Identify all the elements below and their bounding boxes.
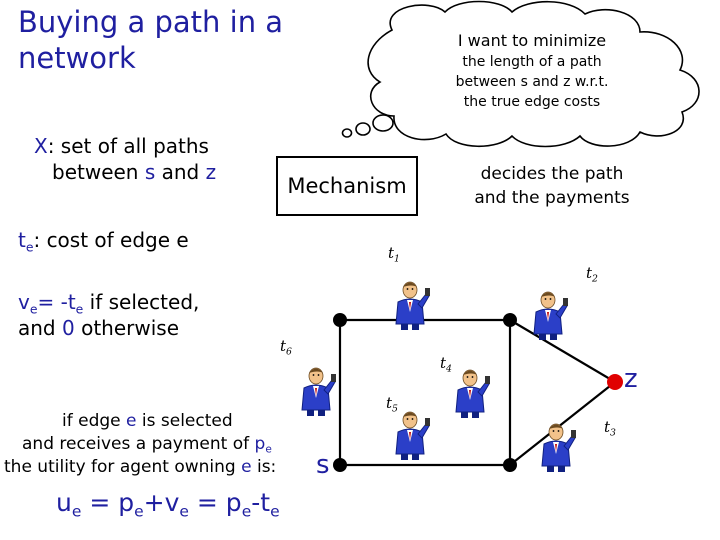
x-def-text: : set of all paths bbox=[47, 134, 209, 158]
utility-line1: if edge e is selected bbox=[62, 411, 233, 431]
te-text: : cost of edge e bbox=[33, 228, 189, 252]
agent-label-t2: t2 bbox=[586, 264, 598, 285]
node-top-left bbox=[333, 313, 347, 327]
agent-label-t5: t5 bbox=[386, 394, 398, 415]
x-def-line2-mid: and bbox=[155, 160, 206, 184]
mechanism-label: Mechanism bbox=[287, 174, 407, 198]
agent-figure-icon bbox=[533, 291, 568, 340]
agent-icons bbox=[301, 281, 576, 472]
agent-label-t1: t1 bbox=[388, 244, 400, 265]
node-z bbox=[607, 374, 623, 390]
node-s bbox=[333, 458, 347, 472]
node-bottom-right bbox=[503, 458, 517, 472]
ve-line2-post: otherwise bbox=[74, 316, 179, 340]
node-z-label: z bbox=[624, 364, 638, 394]
network-edges bbox=[338, 318, 616, 467]
utility-line2: and receives a payment of pe bbox=[22, 434, 272, 456]
thought-text: I want to minimize the length of a path … bbox=[412, 30, 652, 112]
agent-figure-icon bbox=[395, 281, 430, 330]
ve-definition-line2: and 0 otherwise bbox=[18, 316, 179, 340]
x-definition: X: set of all paths bbox=[34, 134, 209, 158]
thought-cloud bbox=[341, 0, 700, 148]
ve-line2-pre: and bbox=[18, 316, 62, 340]
ve-tsub: e bbox=[75, 301, 84, 317]
decides-line1: decides the path bbox=[480, 164, 624, 184]
ve-eq: = - bbox=[37, 290, 68, 314]
agent-label-t4: t4 bbox=[440, 354, 452, 375]
agent-label-t3: t3 bbox=[604, 418, 616, 439]
slide-title: Buying a path in a network bbox=[18, 5, 284, 75]
thought-line2: the length of a path bbox=[462, 54, 602, 70]
x-def-line2-pre: between bbox=[52, 160, 145, 184]
agent-figure-icon bbox=[541, 423, 576, 472]
edge-right-lower bbox=[509, 381, 616, 466]
ve-definition: ve= -te if selected, bbox=[18, 290, 199, 321]
agent-figure-icon bbox=[395, 411, 430, 460]
te-sub: e bbox=[25, 239, 34, 255]
thought-line4: the true edge costs bbox=[463, 94, 601, 110]
x-definition-line2: between s and z bbox=[52, 160, 216, 184]
ve-v: v bbox=[18, 290, 30, 314]
decides-line2: and the payments bbox=[474, 188, 630, 208]
agent-figure-icon bbox=[301, 367, 336, 416]
edge-right-upper bbox=[509, 319, 616, 383]
utility-line3: the utility for agent owning e is: bbox=[4, 457, 277, 477]
thought-line1: I want to minimize bbox=[457, 31, 607, 50]
x-def-s: s bbox=[144, 160, 156, 184]
mechanism-box: Mechanism bbox=[276, 156, 418, 216]
thought-line3: between s and z w.r.t. bbox=[455, 74, 609, 90]
ve-rest: if selected, bbox=[83, 290, 200, 314]
agent-label-t6: t6 bbox=[280, 337, 292, 358]
te-t: t bbox=[18, 228, 26, 252]
x-var: X bbox=[34, 134, 48, 158]
agent-figure-icon bbox=[455, 369, 490, 418]
x-def-z: z bbox=[205, 160, 217, 184]
utility-formula: ue = pe+ve = pe-te bbox=[56, 488, 280, 521]
ve-sub: e bbox=[29, 301, 38, 317]
decides-text: decides the path and the payments bbox=[456, 162, 648, 210]
ve-zero: 0 bbox=[61, 316, 75, 340]
node-s-label: s bbox=[316, 450, 330, 480]
ve-t: t bbox=[67, 290, 76, 314]
node-top-right bbox=[503, 313, 517, 327]
te-definition: te: cost of edge e bbox=[18, 228, 189, 259]
